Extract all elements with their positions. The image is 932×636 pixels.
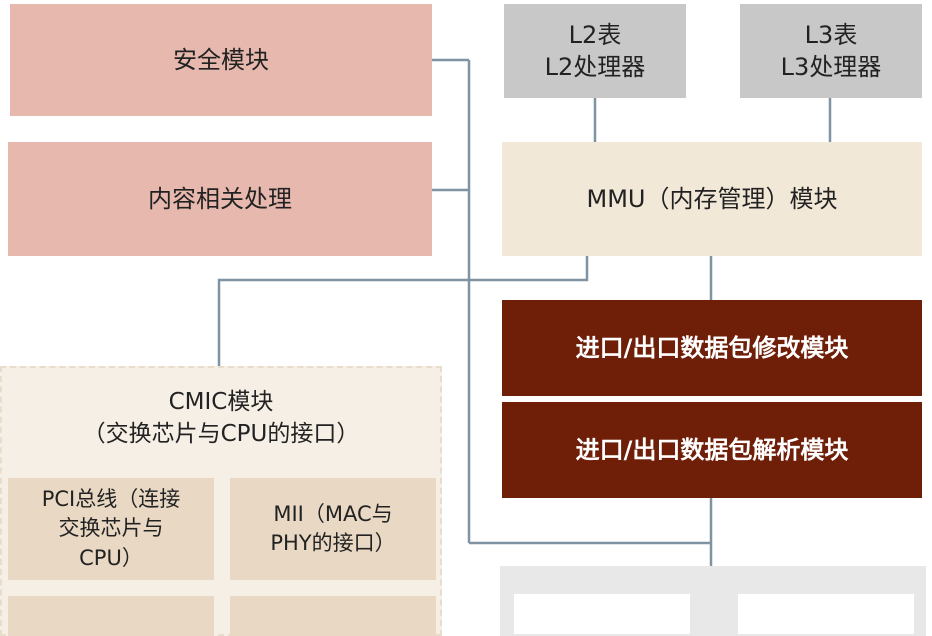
packet-modify-module: 进口/出口数据包修改模块: [502, 300, 922, 396]
l3-line1: L3表: [804, 20, 858, 49]
packet-parse-module: 进口/出口数据包解析模块: [502, 402, 922, 498]
cmic-title-line1: CMIC模块: [168, 389, 274, 415]
l2-line2: L2处理器: [544, 53, 646, 81]
bottom-sub-box-1: [514, 594, 690, 634]
l3-line2: L3处理器: [780, 53, 882, 81]
connector-lines: [217, 58, 832, 566]
pci-bus-box: PCI总线（连接 交换芯片与 CPU）: [8, 478, 214, 580]
mii-line1: MII（MAC与: [273, 501, 393, 526]
pci-line3: CPU）: [79, 545, 143, 570]
packet-parse-label: 进口/出口数据包解析模块: [575, 435, 849, 464]
bottom-sub-box-2: [738, 594, 914, 634]
pci-line2: 交换芯片与: [58, 516, 164, 541]
mmu-label: MMU（内存管理）模块: [586, 184, 838, 213]
mii-box: MII（MAC与 PHY的接口）: [230, 478, 436, 580]
l2-table-box: L2表 L2处理器: [504, 4, 686, 98]
mmu-cmic-link: [217, 256, 589, 366]
l2-line1: L2表: [568, 20, 622, 49]
cmic-title-line2: （交换芯片与CPU的接口）: [82, 421, 360, 448]
pci-line1: PCI总线（连接: [41, 486, 181, 511]
cmic-sub-box-4: [230, 596, 436, 636]
mii-line2: PHY的接口）: [270, 531, 396, 555]
security-module-label: 安全模块: [173, 45, 269, 74]
cmic-title: CMIC模块 （交换芯片与CPU的接口）: [0, 386, 442, 450]
content-processing-label: 内容相关处理: [148, 184, 292, 213]
mmu-module: MMU（内存管理）模块: [502, 142, 922, 256]
security-module: 安全模块: [10, 4, 432, 116]
content-processing-module: 内容相关处理: [8, 142, 432, 256]
l3-table-box: L3表 L3处理器: [740, 4, 922, 98]
cmic-sub-box-3: [8, 596, 214, 636]
packet-modify-label: 进口/出口数据包修改模块: [575, 333, 849, 362]
